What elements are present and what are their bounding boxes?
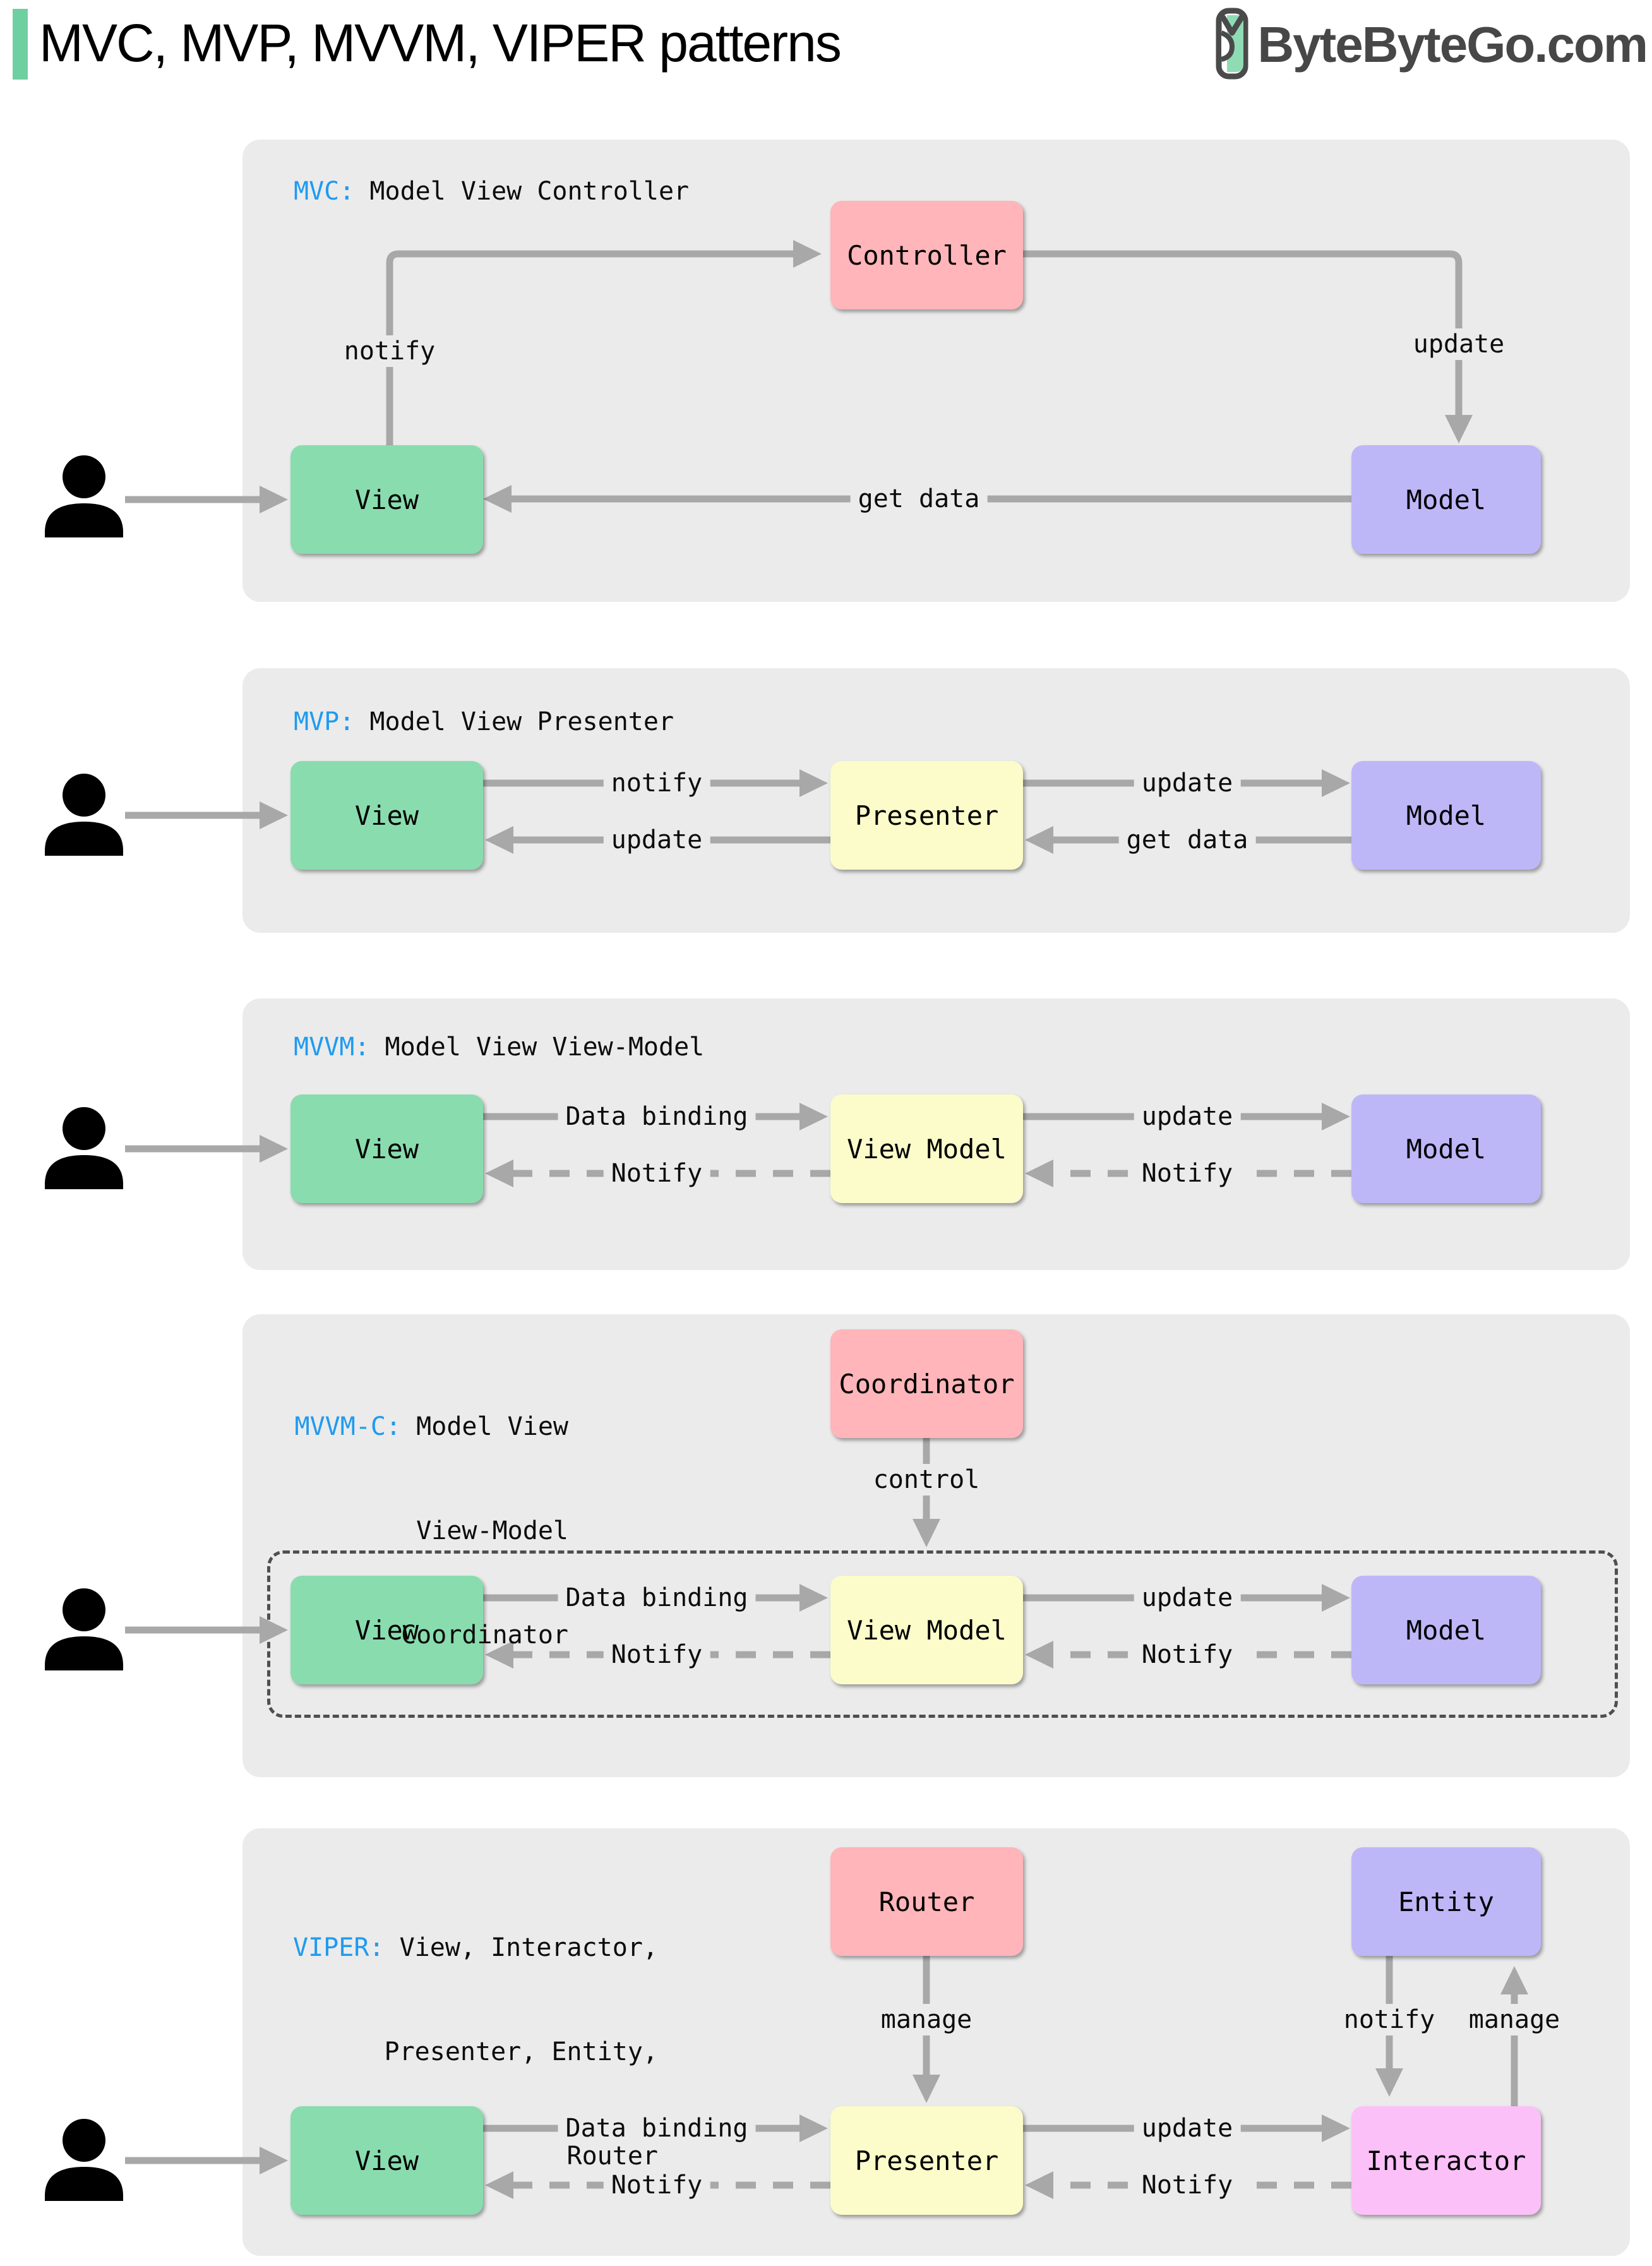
mvc-notify-arrow — [386, 240, 822, 445]
mvvm-c-model-box: Model — [1351, 1576, 1541, 1684]
mvvm-user-arrow — [125, 1135, 288, 1163]
user-icon — [45, 1588, 123, 1670]
user-icon — [45, 455, 123, 537]
mvvm-pattern-name: MVVM: — [294, 1033, 370, 1062]
mvvm-c-data-binding-label: Data binding — [558, 1582, 756, 1614]
viper-notify-presenter-label: Notify — [1134, 2169, 1241, 2201]
brand: ByteByteGo.com — [1216, 8, 1648, 82]
viper-user-arrow — [125, 2147, 288, 2174]
mvc-update-arrow — [1023, 250, 1473, 443]
viper-interactor-box: Interactor — [1351, 2106, 1541, 2215]
mvc-model-box: Model — [1351, 445, 1541, 554]
mvvm-c-update-label: update — [1134, 1582, 1241, 1614]
mvvm-notify-view-label: Notify — [603, 1158, 710, 1189]
mvp-get-data-label: get data — [1118, 824, 1256, 856]
mvvm-c-user-arrow — [125, 1616, 288, 1644]
user-icon — [45, 2119, 123, 2201]
mvp-user-arrow — [125, 801, 288, 829]
viper-data-binding-label: Data binding — [558, 2113, 756, 2144]
viper-manage-entity-label: manage — [1461, 2004, 1568, 2035]
mvc-view-box: View — [290, 445, 483, 554]
mvc-pattern-label: MVC: Model View Controller — [294, 177, 690, 206]
mvp-view-box: View — [290, 761, 483, 870]
mvvm-c-control-label: control — [865, 1464, 988, 1496]
mvvm-c-view-model-box: View Model — [830, 1576, 1023, 1684]
mvp-presenter-box: Presenter — [830, 761, 1023, 870]
mvc-get-data-label: get data — [850, 483, 988, 515]
mvvm-c-notify-view-label: Notify — [603, 1639, 710, 1670]
mvp-notify-label: notify — [603, 767, 710, 799]
mvc-update-label: update — [1405, 328, 1512, 360]
mvvm-pattern-label: MVVM: Model View View-Model — [294, 1033, 705, 1062]
viper-router-box: Router — [830, 1847, 1023, 1956]
viper-pattern-name: VIPER: — [293, 1933, 385, 1962]
mvvm-c-notify-view-model-label: Notify — [1134, 1639, 1241, 1670]
title-accent-bar — [13, 9, 28, 80]
brand-name: ByteByteGo.com — [1257, 16, 1648, 73]
mvvm-c-pattern-name: MVVM-C: — [294, 1412, 402, 1441]
mvc-user-arrow — [125, 486, 288, 513]
viper-pattern-label: VIPER: View, Interactor, Presenter, Enti… — [293, 1933, 658, 2171]
mvvm-c-coordinator-box: Coordinator — [830, 1329, 1023, 1438]
mvc-notify-label: notify — [336, 335, 443, 367]
page-title: MVC, MVP, MVVM, VIPER patterns — [39, 13, 842, 73]
viper-presenter-box: Presenter — [830, 2106, 1023, 2215]
mvvm-data-binding-label: Data binding — [558, 1101, 756, 1132]
mvp-update-view-label: update — [603, 824, 710, 856]
mvvm-view-model-box: View Model — [830, 1094, 1023, 1203]
mvvm-view-box: View — [290, 1094, 483, 1203]
viper-manage-entity-arrow — [1500, 1966, 1528, 2106]
viper-entity-box: Entity — [1351, 1847, 1541, 1956]
mvp-model-box: Model — [1351, 761, 1541, 870]
mvvm-model-box: Model — [1351, 1094, 1541, 1203]
user-icon — [45, 1107, 123, 1189]
viper-notify-entity-label: notify — [1336, 2004, 1443, 2035]
mvp-pattern-label: MVP: Model View Presenter — [294, 707, 674, 736]
mvp-pattern-name: MVP: — [294, 707, 355, 736]
mvvm-c-view-box: View — [290, 1576, 483, 1684]
mvvm-c-pattern-label: MVVM-C: Model View View-Model Coordinato… — [294, 1412, 568, 1650]
bytebytego-logo-icon — [1216, 8, 1248, 82]
user-icon — [45, 774, 123, 856]
viper-update-label: update — [1134, 2113, 1241, 2144]
mvvm-notify-view-model-label: Notify — [1134, 1158, 1241, 1189]
mvc-controller-box: Controller — [830, 201, 1023, 309]
mvc-pattern-name: MVC: — [294, 177, 355, 206]
viper-notify-view-label: Notify — [603, 2169, 710, 2201]
mvp-update-model-label: update — [1134, 767, 1241, 799]
mvvm-update-label: update — [1134, 1101, 1241, 1132]
viper-view-box: View — [290, 2106, 483, 2215]
viper-manage-presenter-label: manage — [873, 2004, 980, 2035]
